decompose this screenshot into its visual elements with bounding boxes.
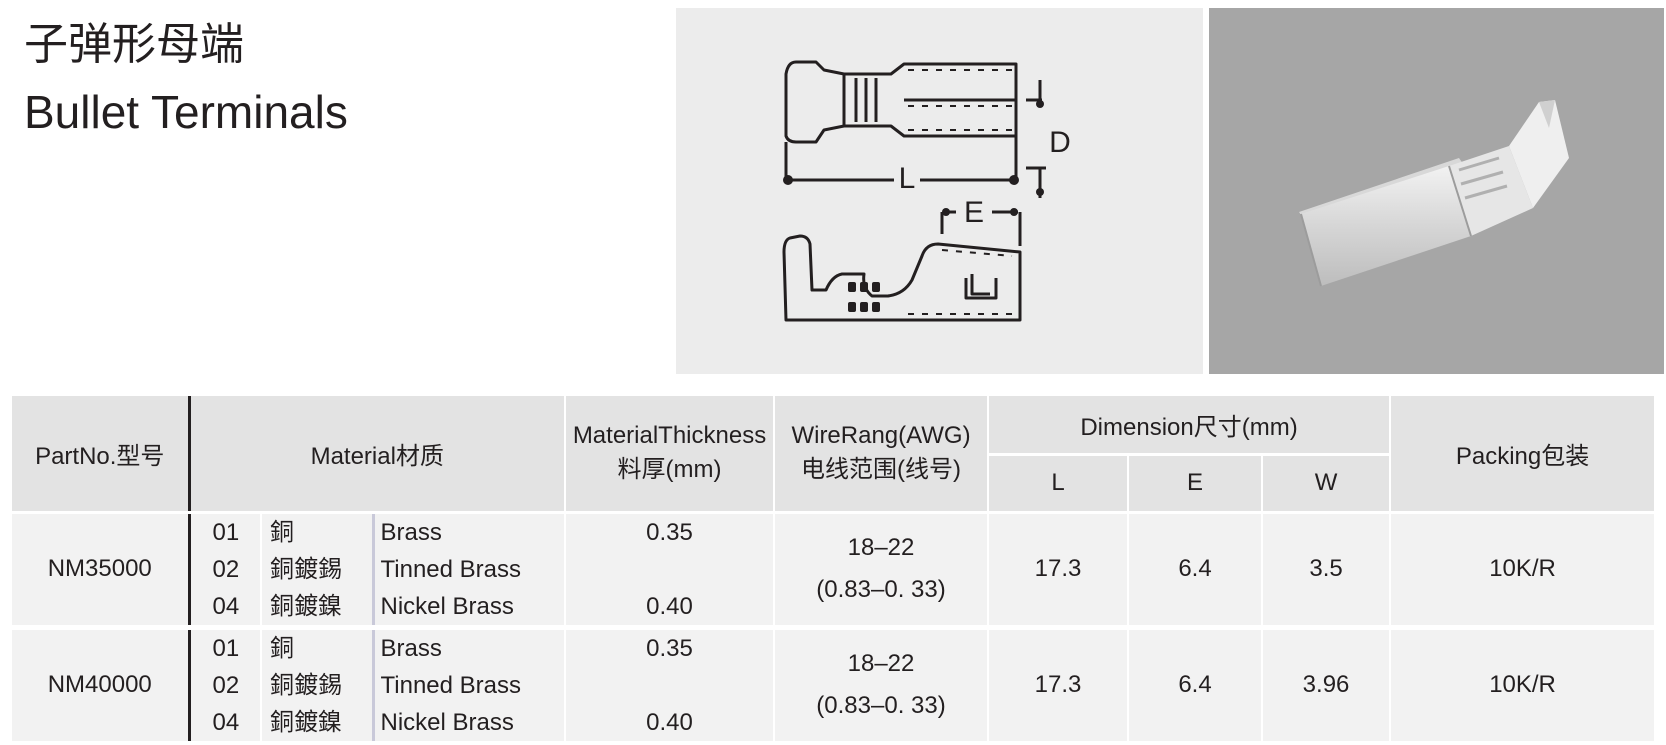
header-dimension: Dimension尺寸(mm) <box>987 396 1391 456</box>
dimension-l-value: 17.3 <box>987 512 1129 627</box>
material-names-english: Brass Tinned Brass Nickel Brass <box>371 624 566 741</box>
header-material: Material材质 <box>187 396 566 514</box>
product-photo <box>1209 8 1664 374</box>
spec-table: PartNo.型号 Material材质 MaterialThickness 料… <box>12 396 1655 741</box>
wire-range: 18–22 (0.83–0. 33) <box>773 624 989 741</box>
material-thickness: 0.35 0.40 <box>564 624 775 741</box>
header-dim-l: L <box>987 453 1129 514</box>
dimension-e-value: 6.4 <box>1127 624 1263 741</box>
material-thickness: 0.35 0.40 <box>564 512 775 627</box>
part-number: NM35000 <box>12 512 189 627</box>
header-part-no: PartNo.型号 <box>12 396 189 514</box>
technical-drawing: L D E <box>676 8 1203 374</box>
page-title-english: Bullet Terminals <box>24 86 348 138</box>
dimension-e-value: 6.4 <box>1127 512 1263 627</box>
dimension-w-value: 3.96 <box>1261 624 1391 741</box>
dimension-l-value: 17.3 <box>987 624 1129 741</box>
header-packing: Packing包装 <box>1389 396 1655 514</box>
header-wire-range: WireRang(AWG) 电线范围(线号) <box>773 396 989 514</box>
packing-value: 10K/R <box>1389 624 1655 741</box>
header-thickness: MaterialThickness 料厚(mm) <box>564 396 775 514</box>
table-row: NM40000 01 02 04 銅 銅鍍錫 銅鍍鎳 Brass Tinned … <box>12 624 1655 741</box>
table-row: NM35000 01 02 04 銅 銅鍍錫 銅鍍鎳 Brass Tinned … <box>12 512 1655 627</box>
header-dim-w: W <box>1261 453 1391 514</box>
wire-range: 18–22 (0.83–0. 33) <box>773 512 989 627</box>
part-number: NM40000 <box>12 624 189 741</box>
header-dim-e: E <box>1127 453 1263 514</box>
packing-value: 10K/R <box>1389 512 1655 627</box>
page-title-chinese: 子弹形母端 <box>24 19 244 70</box>
dimension-label-e: E <box>964 196 984 229</box>
material-names-english: Brass Tinned Brass Nickel Brass <box>371 512 566 627</box>
material-codes: 01 02 04 <box>187 624 261 741</box>
dimension-label-d: D <box>1049 126 1071 159</box>
dimension-w-value: 3.5 <box>1261 512 1391 627</box>
material-names-chinese: 銅 銅鍍錫 銅鍍鎳 <box>260 512 373 627</box>
dimension-label-l: L <box>899 162 916 195</box>
material-codes: 01 02 04 <box>187 512 261 627</box>
material-names-chinese: 銅 銅鍍錫 銅鍍鎳 <box>260 624 373 741</box>
